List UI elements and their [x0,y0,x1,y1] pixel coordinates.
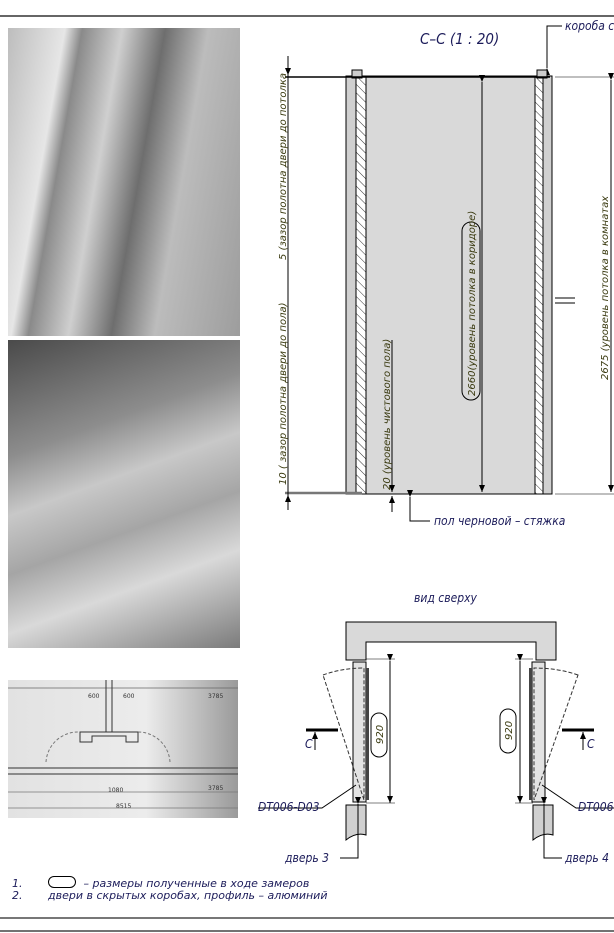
svg-text:С: С [587,737,595,751]
dim-bottom-gap: 10 ( зазор полотна двери до пола) [278,303,289,486]
section-door [345,69,553,495]
sketch-dim: 3785 [208,785,223,792]
door-3-label: дверь 3 [284,851,329,865]
note-text: двери в скрытых коробах, профиль – алюми… [48,889,328,902]
right-door-code: DT006 [578,800,614,814]
plan-wall-top [345,621,557,661]
plan-title: вид сверху [414,591,477,605]
measured-oval [461,221,481,401]
dim-top-gap: 5 (зазор полотна двери до потолка [278,73,289,260]
floor-label: пол черновой – стяжка [434,514,565,528]
door-4-label: дверь 4 [564,851,609,865]
sketch-dim: 600 [88,693,100,700]
sketch-dim: 3785 [208,693,223,700]
dim-corridor-ceiling: 2660(уровень потолка в коридоре) [467,211,478,396]
sketch-dim: 1080 [108,787,123,794]
note-2: 2. двери в скрытых коробах, профиль – ал… [12,889,327,902]
plan-wall-right [532,804,554,842]
sketch-dim: 600 [123,693,135,700]
plan-wall-left [345,804,367,842]
photo-plan-sketch: 600 600 3785 3785 1080 8515 [8,680,238,818]
frame-label: короба с [565,19,614,33]
note-1: 1. – размеры полученные в ходе замеров [12,876,309,890]
note-number: 2. [12,889,23,902]
section-marker-right: С [562,728,595,751]
dim-right-width: 920 [504,721,515,740]
dim-left-width: 920 [375,725,386,744]
measured-oval-legend [48,876,76,888]
svg-text:С: С [305,737,313,751]
sketch-lines: 600 600 3785 3785 1080 8515 [8,680,238,810]
sketch-dim: 8515 [116,803,131,810]
dim-room-ceiling: 2675 (уровень потолка в комнатах [600,196,611,380]
left-door-code: DT006-D03 [258,800,320,814]
photo-ceiling-view [8,340,240,648]
section-marker-left: С [305,728,338,751]
photo-corridor-view [8,28,240,336]
note-text: – размеры полученные в ходе замеров [83,877,310,890]
section-title: С–С (1 : 20) [420,30,499,48]
dim-finish-floor: 20 (уровень чистового пола) [382,339,393,490]
note-number: 1. [12,877,23,890]
